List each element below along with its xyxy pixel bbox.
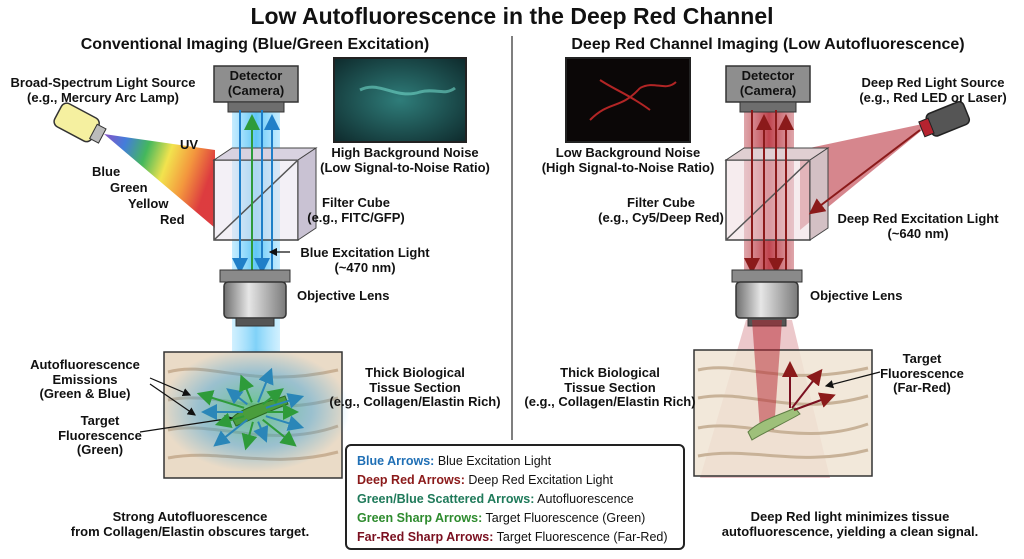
autofluorescence-arrow (262, 418, 297, 447)
autofluorescence-arrow (213, 418, 248, 447)
objective-left-label: Objective Lens (297, 288, 390, 303)
noisy-micrograph-left (333, 57, 467, 143)
legend-row-blue: Blue Arrows: Blue Excitation Light (357, 454, 552, 468)
noise-right-label: Low Background Noise (High Signal-to-Noi… (541, 145, 715, 175)
rainbow-spectrum (104, 134, 215, 228)
left-caption: Strong Autofluorescence from Collagen/El… (70, 509, 310, 539)
noise-left-label: High Background Noise (Low Signal-to-Noi… (320, 145, 490, 175)
autofluorescence-arrow (262, 388, 284, 406)
blue-excitation-label: Blue Excitation Light (~470 nm) (300, 245, 430, 275)
green-label: Green (110, 180, 148, 195)
red-source-label: Deep Red Light Source (e.g., Red LED or … (859, 75, 1007, 105)
legend: Blue Arrows: Blue Excitation Light Deep … (345, 444, 685, 550)
red-excitation-cone (800, 122, 932, 230)
filter-cube-right (724, 147, 830, 241)
legend-row-scattered: Green/Blue Scattered Arrows: Autofluores… (357, 492, 634, 506)
right-caption: Deep Red light minimizes tissue autofluo… (721, 509, 979, 539)
autofluorescence-arrow (239, 374, 254, 403)
blue-label: Blue (92, 164, 121, 179)
filter-cube-left (212, 147, 318, 241)
objective-lens-left (219, 269, 291, 327)
autofluorescence-arrow (214, 412, 245, 429)
detector-right (725, 65, 811, 103)
red-label: Red (160, 212, 185, 227)
legend-row-far-red: Far-Red Sharp Arrows: Target Fluorescenc… (357, 530, 668, 544)
target-left-label: Target Fluorescence (Green) (58, 413, 142, 458)
uv-label: UV (180, 137, 199, 152)
right-panel-heading: Deep Red Channel Imaging (Low Autofluore… (571, 36, 965, 53)
main-title: Low Autofluorescence in the Deep Red Cha… (250, 3, 774, 29)
filter-cube-right-label: Filter Cube (e.g., Cy5/Deep Red) (598, 195, 724, 225)
filter-cube-left-label: Filter Cube (e.g., FITC/GFP) (307, 195, 405, 225)
red-excitation-label: Deep Red Excitation Light (~640 nm) (837, 211, 999, 241)
autofluorescence-arrow (241, 421, 258, 451)
detector-left (213, 65, 299, 103)
autofluorescence-arrow (196, 390, 245, 409)
tissue-section-right (693, 320, 873, 477)
legend-row-green-sharp: Green Sharp Arrows: Target Fluorescence … (357, 511, 646, 525)
detector-right-label: Detector (Camera) (739, 68, 797, 98)
tissue-left-label: Thick Biological Tissue Section (e.g., C… (329, 365, 501, 410)
tissue-section-left (160, 348, 350, 479)
autofluorescence-label: Autofluorescence Emissions (Green & Blue… (30, 357, 140, 402)
tissue-right-label: Thick Biological Tissue Section (e.g., C… (524, 365, 696, 410)
deep-red-laser (918, 101, 971, 138)
legend-row-deep-red: Deep Red Arrows: Deep Red Excitation Lig… (357, 473, 613, 487)
light-source-label: Broad-Spectrum Light Source (e.g., Mercu… (10, 75, 196, 105)
autofluorescence-arrow (265, 415, 305, 431)
left-panel-heading: Conventional Imaging (Blue/Green Excitat… (80, 36, 430, 53)
detector-left-label: Detector (Camera) (227, 68, 285, 98)
autofluorescence-arrow (253, 421, 269, 443)
target-right-label: Target Fluorescence (Far-Red) (880, 351, 964, 396)
objective-right-label: Objective Lens (810, 288, 903, 303)
autofluorescence-arrow (226, 388, 248, 406)
clean-micrograph-right (565, 57, 691, 143)
autofluorescence-arrow (265, 393, 305, 409)
yellow-label: Yellow (128, 196, 169, 211)
broad-spectrum-lamp (53, 102, 107, 144)
autofluorescence-arrow (257, 367, 274, 403)
objective-lens-right (731, 269, 803, 327)
